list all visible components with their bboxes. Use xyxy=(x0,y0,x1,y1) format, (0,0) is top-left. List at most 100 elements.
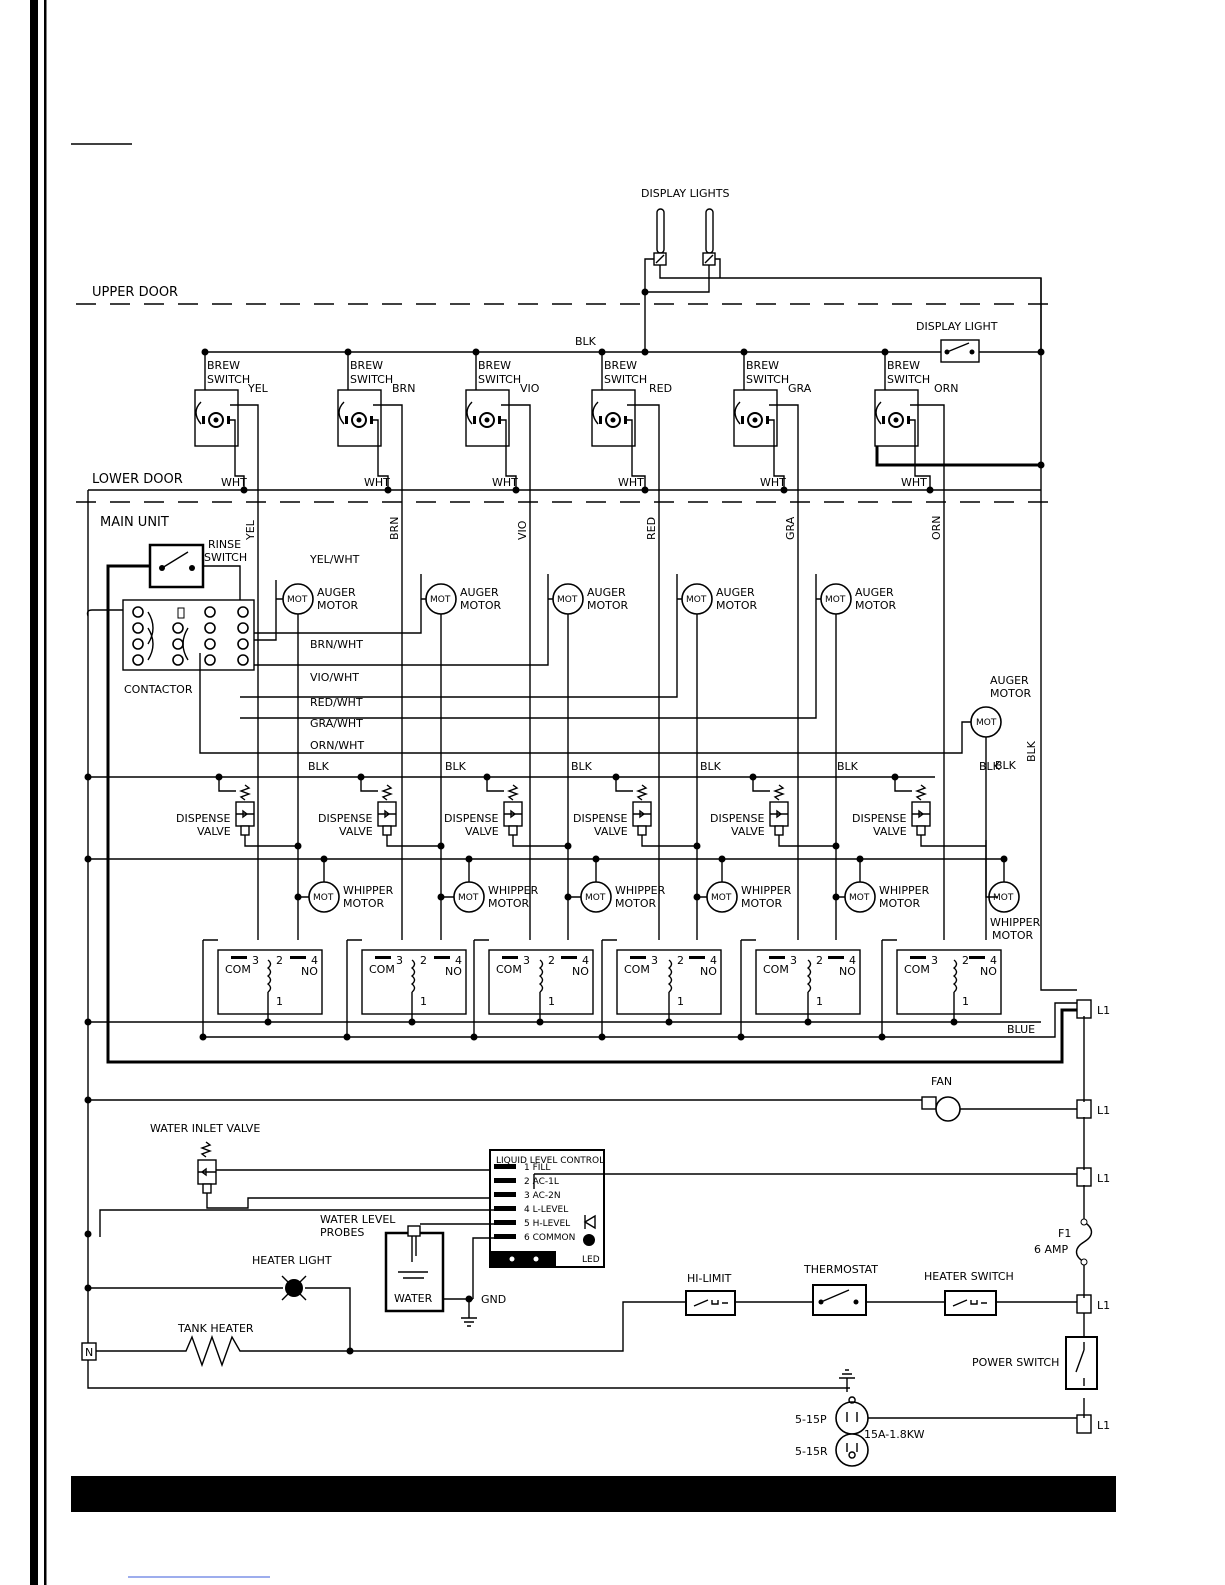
switch-contact xyxy=(944,349,950,355)
brew-switch-tab xyxy=(227,416,230,424)
fuse-label: F1 xyxy=(1058,1227,1071,1240)
llc-title: LIQUID LEVEL CONTROL xyxy=(496,1156,604,1166)
brew-switch-loop xyxy=(875,401,882,425)
color-wire xyxy=(910,404,945,940)
valve-spring xyxy=(381,784,393,801)
dispense-label: DISPENSE xyxy=(318,812,372,825)
brew-switch-label: SWITCH xyxy=(207,373,250,386)
junction-dot xyxy=(240,486,248,494)
llc-terminal-label: 6 COMMON xyxy=(524,1233,575,1243)
rinse-switch xyxy=(148,543,205,589)
relay-no-contact xyxy=(434,956,450,959)
auger-6-wiring xyxy=(199,653,987,940)
junction-dot xyxy=(926,486,934,494)
blk-wire-label: BLK xyxy=(575,335,597,348)
wht-label: WHT xyxy=(221,476,247,489)
return-wire-label: RED/WHT xyxy=(310,696,363,709)
junction-dot xyxy=(384,486,392,494)
switch-contact xyxy=(969,349,975,355)
pin-3-label: 3 xyxy=(931,954,938,967)
main-unit-label: MAIN UNIT xyxy=(100,515,169,530)
relay-no-contact xyxy=(689,956,705,959)
station-color-label: RED xyxy=(649,382,672,395)
pin-1-label: 1 xyxy=(677,995,684,1008)
pin-1-label: 1 xyxy=(420,995,427,1008)
l1-label: L1 xyxy=(1097,1419,1110,1432)
mot-label: MOT xyxy=(585,893,606,903)
relay-box xyxy=(361,949,467,1015)
brew-switch-tab xyxy=(498,416,501,424)
mot-label: MOT xyxy=(430,595,451,605)
dispense-label: DISPENSE xyxy=(573,812,627,825)
valve-wiring xyxy=(360,777,441,847)
motor-label: MOTOR xyxy=(615,897,657,910)
relay-no-contact xyxy=(561,956,577,959)
pin-2-label: 2 xyxy=(677,954,684,967)
heater-light-label: HEATER LIGHT xyxy=(252,1254,332,1267)
relay-outline-wire xyxy=(346,939,362,1037)
relay-coil xyxy=(266,959,272,993)
contactor-terminal xyxy=(237,622,249,634)
brew-switch-knob-center xyxy=(752,417,758,423)
pin-4-label: 4 xyxy=(710,954,717,967)
pin-3-label: 3 xyxy=(790,954,797,967)
brew-label: BREW xyxy=(350,359,383,372)
color-wire-label: RED xyxy=(645,517,658,540)
auger-label: AUGER xyxy=(460,586,499,599)
auger-label: AUGER xyxy=(317,586,356,599)
relay-outline-wire xyxy=(601,939,617,1037)
junction-dot xyxy=(294,893,302,901)
l1-terminal xyxy=(1076,999,1092,1019)
motor-label: MOTOR xyxy=(855,599,897,612)
relay-coil xyxy=(538,959,544,993)
inlet-valve-wiring xyxy=(206,1169,492,1209)
junction-dot xyxy=(346,1347,354,1355)
contactor-terminal xyxy=(172,654,184,666)
fan-icon xyxy=(935,1096,961,1122)
contactor-label: CONTACTOR xyxy=(124,683,193,696)
motor-label: MOTOR xyxy=(990,687,1032,700)
wht-drop-wire xyxy=(230,419,245,490)
brew-label: BREW xyxy=(478,359,511,372)
contactor-terminal xyxy=(204,622,216,634)
heater-switch-contact xyxy=(952,1299,987,1307)
wht-drop-wire xyxy=(627,419,646,490)
l1-label: L1 xyxy=(1097,1172,1110,1185)
brew-switch-loop xyxy=(466,401,473,425)
wht-label: WHT xyxy=(618,476,644,489)
contactor-loop xyxy=(86,609,123,617)
led-symbol xyxy=(583,1214,596,1230)
plug-label: 5-15P xyxy=(795,1413,827,1426)
power-switch-blade xyxy=(1075,1342,1085,1386)
fan-body xyxy=(921,1096,937,1110)
whipper-label: WHIPPER xyxy=(741,884,792,897)
llc-terminal-bar xyxy=(494,1178,516,1183)
pin-2-label: 2 xyxy=(420,954,427,967)
valve-arrow xyxy=(776,809,783,819)
auger-label: AUGER xyxy=(716,586,755,599)
heater-switch-label: HEATER SWITCH xyxy=(924,1270,1014,1283)
l1-label: L1 xyxy=(1097,1004,1110,1017)
contactor-terminal xyxy=(172,622,184,634)
wht-drop-wire xyxy=(501,419,517,490)
display-lights-label: DISPLAY LIGHTS xyxy=(641,187,729,200)
no-label: NO xyxy=(301,965,318,978)
contactor-terminal xyxy=(132,654,144,666)
relay-coil xyxy=(410,959,416,993)
junction-dot xyxy=(512,486,520,494)
llc-footer xyxy=(491,1251,556,1266)
wht-label: WHT xyxy=(364,476,390,489)
brew-switch-tab xyxy=(766,416,769,424)
tank-heater-label: TANK HEATER xyxy=(177,1322,254,1335)
gnd-label: GND xyxy=(481,1293,506,1306)
